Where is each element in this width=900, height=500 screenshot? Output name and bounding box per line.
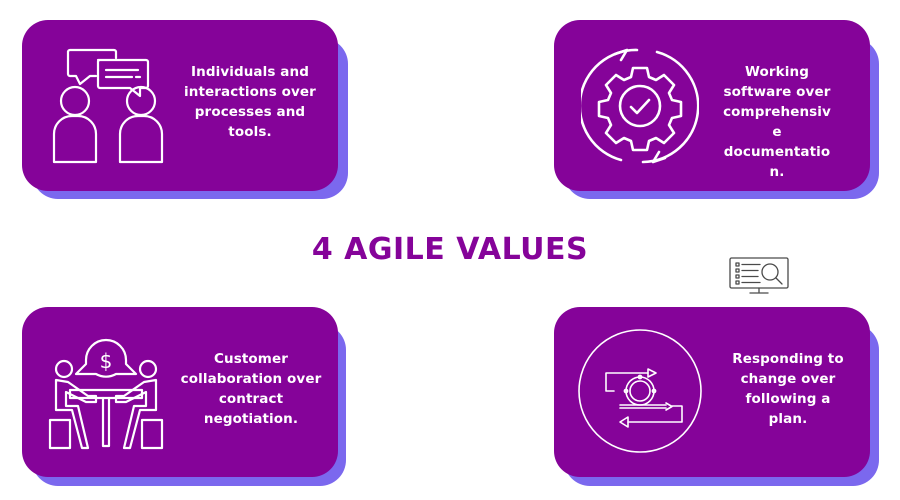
card-body [554,307,870,477]
monitor-search-icon [728,256,790,298]
card-text: Responding to change over following a pl… [732,351,844,427]
gear-check-cycle-icon [581,46,699,166]
card-body [22,307,338,477]
people-conversation-icon [50,44,168,164]
card-text: Individuals and interactions over proces… [184,64,316,140]
svg-text:$: $ [100,349,113,373]
page-title: 4 AGILE VALUES [311,232,589,267]
card-text: Customer collaboration over contract neg… [180,351,322,427]
card-body [554,20,870,191]
customer-negotiation-icon: $ [48,334,164,454]
agile-iteration-cycle-icon [578,329,702,453]
card-text: Working software over comprehensiv e doc… [723,64,831,180]
